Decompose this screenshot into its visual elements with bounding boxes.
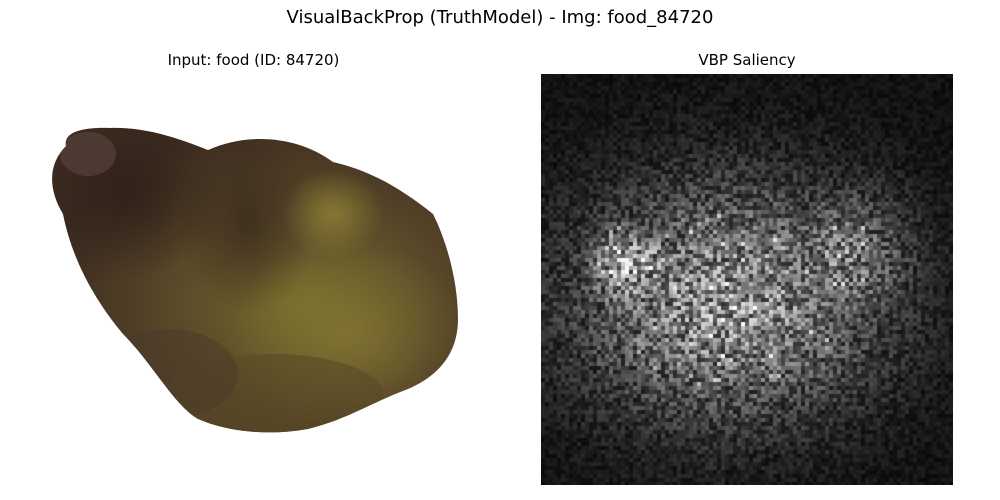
- food-image: [52, 127, 458, 433]
- saliency-panel-title: VBP Saliency: [698, 51, 796, 69]
- input-panel-title: Input: food (ID: 84720): [167, 51, 340, 69]
- figure-title: VisualBackProp (TruthModel) - Img: food_…: [286, 7, 714, 28]
- saliency-image-panel: [541, 74, 953, 485]
- food-object: [52, 127, 458, 433]
- input-image-panel: [48, 74, 460, 485]
- saliency-heatmap: [541, 74, 953, 485]
